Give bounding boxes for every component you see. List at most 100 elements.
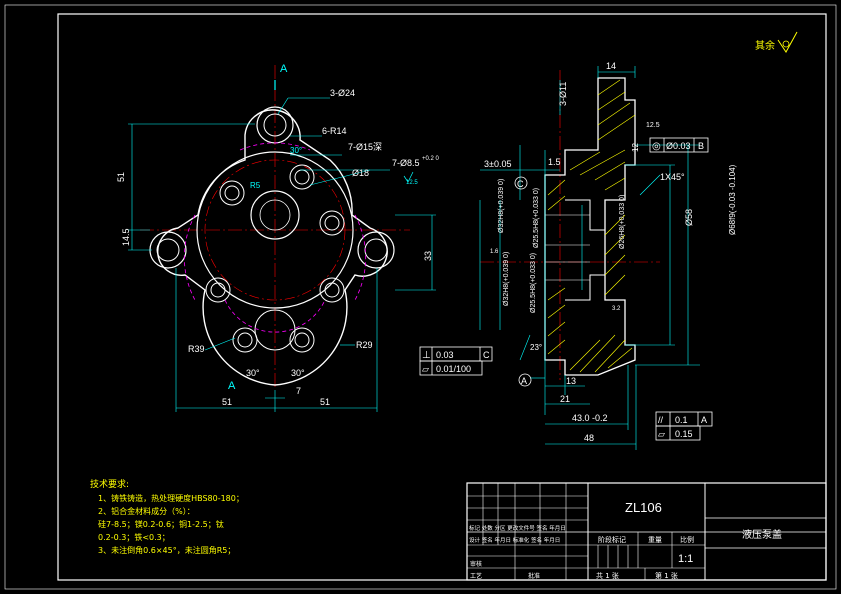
bolt-hole: [289, 164, 315, 190]
hidden-arc-upper: [239, 142, 311, 151]
outer-frame: [4, 4, 837, 590]
bore-circle: [250, 190, 300, 240]
dim-23: 23°: [530, 343, 542, 352]
bolt-hole-inner: [324, 215, 340, 231]
tolerance-value-2: 0.01/100: [436, 364, 471, 374]
dim-7: 7: [296, 386, 301, 396]
concentricity-frame: ◎ Ø0.03 B: [649, 137, 709, 153]
tech-note-line: 2、铝合金材料成分（%）：: [98, 506, 195, 516]
dim-7-phi15: 7-Ø15深: [348, 142, 382, 152]
bolt-hole: [205, 277, 231, 303]
general-roughness-mark: 其余: [755, 31, 798, 53]
scale-label: 比例: [680, 535, 694, 544]
roughness-symbol-icon: [777, 31, 798, 53]
dim-angle-right: 30°: [291, 368, 305, 378]
ear-hole-top-inner: [263, 113, 287, 137]
roughness-12-5-section: 12.5: [646, 122, 660, 129]
bolt-hole-inner: [210, 282, 226, 298]
bolt-hole: [319, 277, 345, 303]
approve-label: 批准: [528, 572, 540, 580]
body-outer-circle: [196, 151, 354, 309]
title-block-border: [466, 482, 827, 581]
tolerance-box-1: [419, 346, 493, 362]
datum-C-label: C: [517, 179, 524, 189]
dim-phi25-5-b: Ø25.5H8(+0.033 0): [530, 253, 537, 313]
hidden-arc-right: [354, 214, 367, 301]
dim-angle-left: 30°: [246, 368, 260, 378]
tolerance-box-2: [419, 360, 483, 376]
bolt-circle: [204, 159, 346, 301]
sheet-number: 第 1 张: [655, 571, 678, 580]
bore-inner-circle: [259, 199, 291, 231]
dim-12: 12: [631, 143, 640, 152]
ear-hole-right: [357, 231, 395, 269]
bolt-hole: [219, 180, 245, 206]
dim-21: 21: [560, 394, 570, 404]
ear-hole-right-inner: [364, 238, 388, 262]
dim-R5: R5: [250, 181, 261, 190]
tolerance-value-3: 0.1: [675, 415, 688, 425]
roughness-front: 12.5: [406, 180, 418, 186]
part-name: 液压泵盖: [742, 528, 782, 541]
process-label: 工艺: [470, 572, 482, 580]
dim-30-deg: 30°: [290, 146, 302, 155]
technical-notes: 技术要求: 1、铸铁铸造，热处理硬度HBS80-180； 2、铝合金材料成分（%…: [90, 478, 244, 555]
concentricity-datum: B: [698, 141, 704, 151]
concentricity-value: Ø0.03: [666, 141, 691, 151]
tech-note-line: 3、未注倒角0.6×45°，未注圆角R5；: [98, 545, 235, 555]
tech-note-line: 0.2-0.3；铁<0.3；: [98, 532, 170, 542]
concentricity-symbol-icon: ◎: [652, 141, 661, 152]
chamfer-label: 1X45°: [660, 172, 685, 182]
bolt-hole-inner: [224, 185, 240, 201]
tech-notes-title: 技术要求:: [90, 478, 129, 490]
inner-frame: [57, 13, 827, 581]
scale-value: 1:1: [678, 553, 693, 565]
tolerance-symbol-1-icon: ⊥: [422, 350, 431, 361]
ear-hole-left: [149, 231, 187, 269]
inner-bore-lines: [545, 214, 590, 281]
front-dimension-lines: [128, 97, 436, 412]
tolerance-value-4: 0.15: [675, 429, 693, 439]
dim-51-left: 51: [222, 397, 232, 407]
drawing-number: ZL106: [625, 500, 662, 515]
datum-A-label: A: [521, 376, 527, 386]
dim-7-phi8-5: 7-Ø8.5: [392, 158, 420, 168]
section-label-bottom: A: [228, 380, 236, 392]
dim-phi68: Ø68f9(-0.03 -0.104): [728, 164, 737, 235]
roughness-label: 其余: [755, 39, 775, 52]
title-block: [466, 482, 827, 581]
dim-13: 13: [566, 376, 576, 386]
dim-3-phi11: 3-Ø11: [558, 82, 568, 106]
section-dimension-lines: [479, 66, 700, 450]
ear-hole-left-inner: [156, 238, 180, 262]
dim-14-5: 14.5: [121, 228, 131, 246]
roughness-circle-icon: [782, 40, 790, 48]
bolt-hole: [319, 210, 345, 236]
check-label: 审核: [470, 560, 482, 568]
roughness-1-6: 1.6: [490, 249, 499, 255]
tolerance-box-4: [655, 425, 701, 441]
tech-note-line: 1、铸铁铸造，热处理硬度HBS80-180；: [98, 493, 244, 503]
dim-R29: R29: [356, 340, 373, 350]
revision-row-label: 标记 处数 分区 更改文件号 签名 年月日: [469, 524, 566, 532]
datum-A-circle: [518, 373, 532, 387]
dim-48: 48: [584, 433, 594, 443]
dim-51-vertical: 51: [116, 172, 126, 182]
dim-51-right: 51: [320, 397, 330, 407]
dim-phi25-5-a: Ø25.5H8(+0.033 0): [533, 188, 540, 248]
roughness-3-2: 3.2: [612, 306, 621, 312]
tolerance-symbol-3-icon: //: [658, 415, 664, 425]
dim-3-0-05: 3±0.05: [484, 159, 511, 169]
bolt-hole-inner: [294, 169, 310, 185]
hidden-arc-lower: [224, 299, 326, 333]
tolerance-frame-left: ⊥ 0.03 C ▱ 0.01/100: [419, 346, 493, 376]
section-hatching: [547, 79, 636, 373]
dim-3-phi24: 3-Ø24: [330, 88, 355, 98]
tolerance-value-1: 0.03: [436, 350, 454, 360]
hidden-arc-left: [183, 214, 196, 301]
dim-33: 33: [423, 251, 433, 261]
dim-phi18: Ø18: [352, 168, 369, 178]
total-sheets: 共 1 张: [596, 571, 619, 580]
dim-43: 43.0 -0.2: [572, 413, 608, 423]
